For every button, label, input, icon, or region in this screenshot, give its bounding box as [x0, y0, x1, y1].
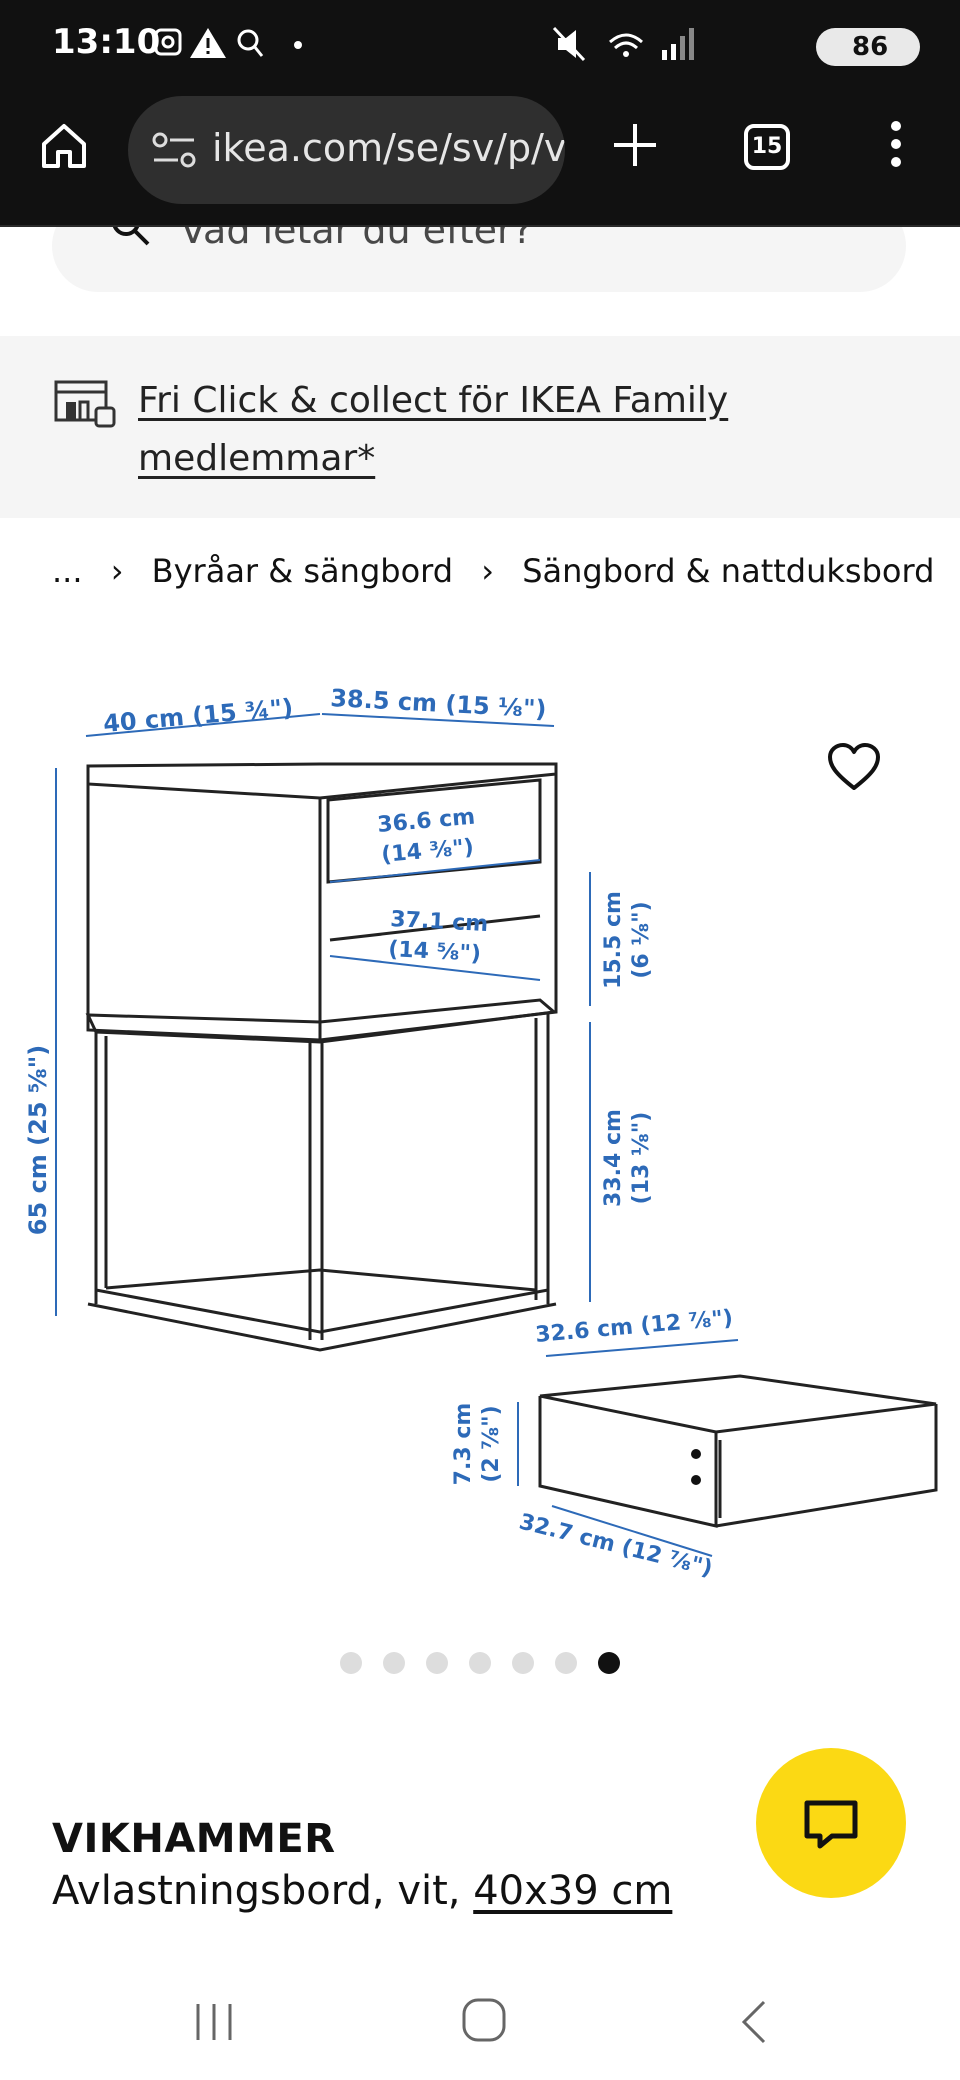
- new-tab-icon[interactable]: [610, 120, 660, 170]
- system-navigation-bar: [0, 1960, 960, 2080]
- dim-shelf-label-2: (14 ⅝"): [388, 937, 482, 967]
- url-text: ikea.com/se/sv/p/v: [212, 126, 565, 170]
- product-type: Avlastningsbord, vit,: [52, 1868, 474, 1914]
- tab-switcher-button[interactable]: 15: [744, 124, 790, 170]
- browser-toolbar: ikea.com/se/sv/p/v 15: [0, 90, 960, 227]
- product-dimension-drawing[interactable]: 40 cm (15 ¾") 38.5 cm (15 ⅛") 65 cm (25 …: [0, 640, 960, 1620]
- status-time: 13:10: [52, 22, 161, 62]
- product-description: Avlastningsbord, vit, 40x39 cm: [52, 1868, 672, 1914]
- dim-width-label: 40 cm (15 ¾"): [102, 693, 294, 737]
- breadcrumb-item-dressers[interactable]: Byråar & sängbord: [151, 552, 454, 590]
- product-name: VIKHAMMER: [52, 1816, 336, 1862]
- carousel-dot[interactable]: [469, 1652, 491, 1674]
- breadcrumb-item-bedside-tables[interactable]: Sängbord & nattduksbord: [522, 552, 935, 590]
- site-settings-icon[interactable]: [150, 130, 198, 170]
- battery-indicator: 86: [816, 28, 920, 66]
- carousel-dot[interactable]: [426, 1652, 448, 1674]
- carousel-dot[interactable]: [555, 1652, 577, 1674]
- dim-shelf-label-1: 37.1 cm: [390, 907, 489, 937]
- dim-shelf-height-label-2: (6 ⅛"): [629, 901, 654, 978]
- breadcrumb: ... › Byråar & sängbord › Sängbord & nat…: [52, 552, 952, 590]
- dim-drawer-height-label-1: 7.3 cm: [451, 1403, 476, 1486]
- dim-drawer-height-label-2: (2 ⅞"): [479, 1405, 504, 1482]
- recent-apps-icon[interactable]: [192, 2000, 236, 2044]
- breadcrumb-item-more[interactable]: ...: [52, 552, 83, 590]
- home-icon[interactable]: [38, 120, 90, 172]
- back-icon[interactable]: [734, 1998, 774, 2046]
- chevron-right-icon: ›: [481, 552, 495, 590]
- dim-drawer-width-label: 32.6 cm (12 ⅞"): [534, 1306, 734, 1348]
- chevron-right-icon: ›: [110, 552, 124, 590]
- carousel-pagination: [340, 1652, 641, 1678]
- status-bar: 13:10 86: [0, 0, 960, 90]
- click-collect-link[interactable]: Fri Click & collect för IKEA Family medl…: [138, 380, 729, 479]
- status-system-icons: [552, 26, 694, 62]
- dim-drawer-top-label-2: (14 ⅜"): [380, 835, 474, 868]
- dim-depth-label: 38.5 cm (15 ⅛"): [330, 684, 547, 723]
- dim-height-label: 65 cm (25 ⅝"): [24, 1045, 52, 1235]
- carousel-dot[interactable]: [383, 1652, 405, 1674]
- store-icon: [54, 380, 116, 428]
- product-size-link[interactable]: 40x39 cm: [473, 1868, 673, 1914]
- carousel-dot[interactable]: [598, 1652, 620, 1674]
- chat-icon: [804, 1800, 858, 1849]
- dim-leg-height-label-1: 33.4 cm: [601, 1109, 626, 1207]
- chat-button[interactable]: [756, 1748, 906, 1898]
- dim-drawer-top-label-1: 36.6 cm: [376, 805, 476, 838]
- more-menu-icon[interactable]: [880, 118, 912, 170]
- carousel-dot[interactable]: [512, 1652, 534, 1674]
- dim-shelf-height-label-1: 15.5 cm: [601, 891, 626, 989]
- click-collect-banner[interactable]: Fri Click & collect för IKEA Family medl…: [0, 336, 960, 518]
- status-notification-icons: [154, 28, 302, 58]
- heart-icon[interactable]: [826, 742, 882, 794]
- url-bar[interactable]: ikea.com/se/sv/p/v: [128, 96, 565, 204]
- carousel-dot[interactable]: [340, 1652, 362, 1674]
- dim-leg-height-label-2: (13 ⅛"): [629, 1112, 654, 1205]
- home-button-icon[interactable]: [460, 1996, 508, 2044]
